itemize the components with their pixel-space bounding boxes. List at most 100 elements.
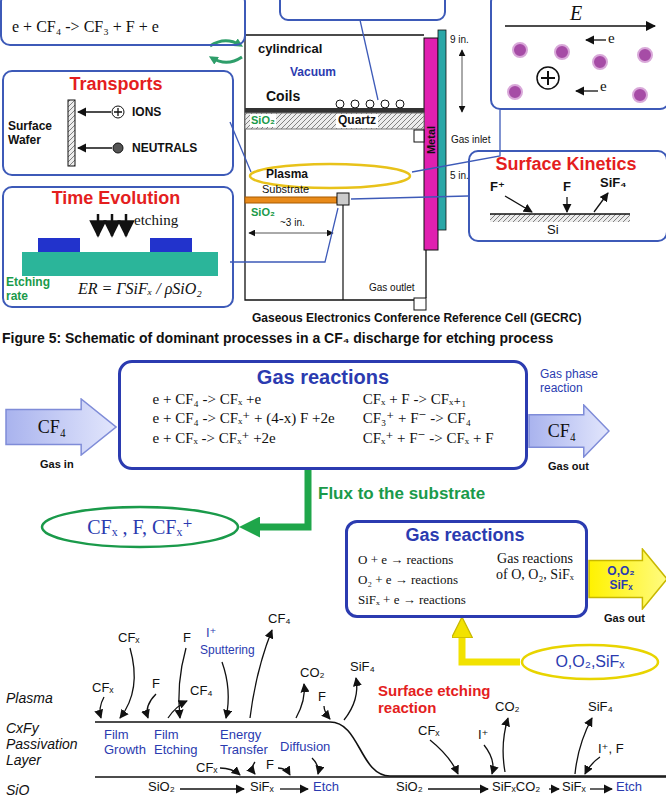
figure-caption: Figure 5: Schematic of dominant processe… [2,330,553,346]
field-illustration [508,85,522,99]
species-arrow [168,701,187,718]
species-ellipse: CFₓ , F, CFₓ⁺ [40,505,240,549]
node-text: CFₓ⁺ + F⁻ -> CFₓ + F [363,430,494,447]
field-illustration [638,48,652,62]
surface-kinetics-illustration [566,197,567,212]
species-arrow [147,694,156,718]
annotation-label: Quartz [336,114,378,128]
etching-illustration [38,238,80,252]
etching-illustration [22,252,218,276]
species-arrow [222,662,228,718]
node-text: e [600,78,607,95]
species-arrow [220,768,240,775]
reactor-drawing [245,113,424,129]
node-text: CF₄ [548,421,576,442]
surface-kinetics-illustration [594,193,608,212]
species-arrow [549,788,559,789]
node-text: Etching rate [6,276,58,304]
field-illustration [593,55,607,69]
species-arrow [575,718,592,774]
species-ellipse: O,O₂,SiFₓ [520,643,660,681]
node-text: e + CF₄ -> CFₓ +e [153,391,335,408]
wafer-illustration [113,143,123,153]
annotation-label: Etch [616,780,642,795]
leader-line [412,110,500,172]
etching-illustration [22,214,218,276]
wafer-illustration [78,111,111,112]
edge-label: Flux to the substrate [318,484,485,504]
etching-illustration [97,214,100,236]
reactor-drawing [424,38,438,250]
annotation-label: cylindrical [258,42,322,57]
annotation-label: Plasma [266,168,308,182]
annotation-label: 9 in. [450,34,469,46]
leader-line [230,208,338,262]
node-text: O + e → reactions [358,553,453,568]
annotation-label: F [183,631,191,646]
species-arrow [278,768,290,775]
rotation-arrow [212,57,242,62]
leader-line [351,196,468,199]
annotation-label: SiFₓ [250,780,274,795]
reactor-drawing [245,30,462,310]
annotation-label: CF₄ [190,684,213,699]
node-text: ER = ΓSiFₓ / ρSiO₂ [78,280,202,298]
node-text: CF₃⁺ + F⁻ -> CF₄ [363,410,494,427]
reactor-drawing [245,197,337,203]
part-label: Metal [425,126,438,154]
annotation-label: Film Etching [154,728,208,758]
transport-callout: TransportsSurface WaferIONSNEUTRALS [2,70,234,176]
surface-kinetics-illustration [505,196,532,212]
block-arrow-outline [529,405,609,457]
reactor-drawing [336,100,404,108]
rotation-arrow [210,41,242,63]
species-arrow [280,788,308,789]
flow-arrow [260,470,308,527]
node-text: CF₄ [38,417,66,438]
block-arrow-outline [6,399,116,455]
node-text: CFₓ + F -> CFₓ₊₁ [363,391,494,408]
wafer-illustration [78,147,112,148]
ellipse-outline [42,507,238,547]
wafer-illustration [68,100,75,166]
annotation-label: 5 in. [450,170,469,182]
reactor-drawing [351,100,359,108]
annotation-label: F [152,677,160,692]
gas-in-arrow: CF₄ [5,398,117,456]
annotation-label: CxFy Passivation Layer [6,720,90,768]
annotation-label: Gas out [604,612,645,625]
species-arrow [312,758,318,774]
surface-kinetics-illustration [490,214,630,222]
node-text: etching [134,212,178,229]
species-arrow [179,648,186,718]
annotation-label: SiFₓCO₂ [492,780,540,795]
node-text: e + CF₄ -> CF₃ + F + e [12,18,159,36]
annotation-label: Substrate [262,183,309,196]
annotation-label: Etch [313,780,339,795]
reactor-drawing [249,233,333,234]
reactor-drawing [337,193,349,205]
annotation-label: SiO [6,782,29,798]
annotation-label: Gas inlet [450,134,491,146]
field-illustration [633,88,647,102]
annotation-label: SiF₄ [350,660,375,675]
annotation-label: Plasma [6,690,53,706]
annotation-label: I⁺ [206,626,216,641]
reactor-drawing [396,100,404,108]
field-illustration [513,43,527,57]
node-text: e + CFₓ -> CFₓ⁺ +2e [153,430,335,447]
annotation-label: Coils [266,88,300,104]
annotation-label: Gas phase reaction [540,368,618,396]
annotation-label: CO₂ [495,700,520,715]
field-illustration [537,67,559,89]
field-illustration [505,26,655,102]
node-text: Gas reactions of O, O₂, SiFₓ [492,551,578,583]
surface-kinetics-illustration [505,193,608,212]
passivation-layer [95,722,666,776]
node-text: NEUTRALS [132,142,197,156]
reactor-drawing [462,50,463,112]
species-arrow [430,740,458,774]
reaction-box: Gas reactionse + CF₄ -> CFₓ +eCFₓ + F ->… [118,360,528,470]
node-text: SiF₄ [600,176,626,191]
